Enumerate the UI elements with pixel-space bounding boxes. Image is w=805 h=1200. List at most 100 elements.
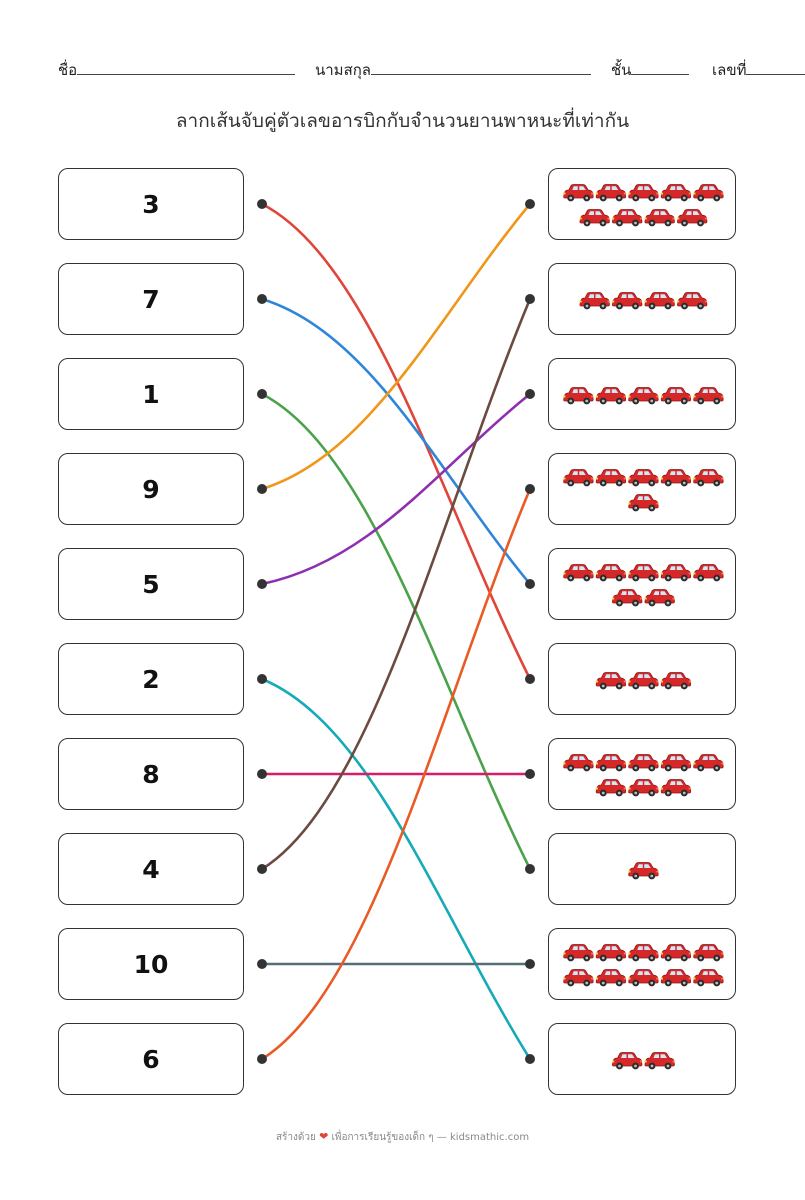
class-blank-line[interactable] (631, 62, 690, 75)
left-dot-10[interactable] (257, 1054, 267, 1064)
right-dot-7[interactable] (525, 769, 535, 779)
match-line-9[interactable] (260, 202, 532, 491)
right-dot-3[interactable] (525, 389, 535, 399)
number-card-2[interactable]: 2 (58, 643, 244, 715)
right-dot-5[interactable] (525, 579, 535, 589)
class-label: ชั้น (611, 61, 632, 79)
car-icon (563, 944, 594, 962)
car-icon (612, 589, 643, 607)
car-icon (644, 209, 675, 227)
number-card-3[interactable]: 3 (58, 168, 244, 240)
car-icon (628, 779, 659, 797)
left-dot-3[interactable] (257, 389, 267, 399)
car-icon (563, 184, 594, 202)
car-group (563, 387, 724, 405)
number-card-4[interactable]: 4 (58, 833, 244, 905)
car-icon (677, 209, 708, 227)
car-icon (693, 469, 724, 487)
car-icon (595, 754, 627, 772)
match-line-1[interactable] (260, 392, 532, 871)
number-label: 7 (142, 284, 160, 314)
number-card-8[interactable]: 8 (58, 738, 244, 810)
right-dot-6[interactable] (525, 674, 535, 684)
left-dot-4[interactable] (257, 484, 267, 494)
car-icon (628, 969, 659, 987)
surname-field[interactable]: นามสกุล (315, 58, 591, 82)
right-dot-10[interactable] (525, 1054, 535, 1064)
car-icon (628, 387, 659, 405)
left-dot-2[interactable] (257, 294, 267, 304)
left-dot-5[interactable] (257, 579, 267, 589)
number-label: 4 (142, 854, 160, 884)
car-group (612, 1052, 675, 1070)
car-icon (563, 969, 594, 987)
vehicle-card-4[interactable] (548, 453, 736, 525)
number-label: 1 (142, 379, 160, 409)
car-icon (563, 564, 594, 582)
left-dot-9[interactable] (257, 959, 267, 969)
number-card-5[interactable]: 5 (58, 548, 244, 620)
car-icon (628, 494, 659, 512)
car-icon (644, 1052, 675, 1070)
vehicle-card-5[interactable] (548, 548, 736, 620)
car-icon (595, 969, 627, 987)
car-icon (595, 672, 627, 690)
worksheet-instruction: ลากเส้นจับคู่ตัวเลขอารบิกกับจำนวนยานพาหน… (175, 110, 630, 132)
student-number-field[interactable]: เลขที่ (712, 58, 805, 82)
car-icon (563, 754, 594, 772)
vehicle-card-3[interactable] (548, 358, 736, 430)
match-line-5[interactable] (260, 392, 532, 586)
vehicle-card-7[interactable] (548, 738, 736, 810)
class-field[interactable]: ชั้น (611, 58, 690, 82)
car-icon (595, 469, 627, 487)
match-line-2[interactable] (260, 677, 532, 1061)
vehicle-card-9[interactable] (548, 928, 736, 1000)
student-number-label: เลขที่ (712, 61, 747, 79)
right-dot-2[interactable] (525, 294, 535, 304)
car-icon (660, 387, 692, 405)
car-icon (595, 779, 627, 797)
car-icon (579, 292, 610, 310)
number-label: 9 (142, 474, 160, 504)
vehicle-card-2[interactable] (548, 263, 736, 335)
vehicle-card-10[interactable] (548, 1023, 736, 1095)
car-icon (595, 387, 627, 405)
right-dot-4[interactable] (525, 484, 535, 494)
right-dot-1[interactable] (525, 199, 535, 209)
surname-blank-line[interactable] (371, 62, 591, 75)
number-card-9[interactable]: 9 (58, 453, 244, 525)
match-line-7[interactable] (260, 297, 532, 586)
right-dot-8[interactable] (525, 864, 535, 874)
car-icon (563, 469, 594, 487)
match-line-3[interactable] (260, 202, 532, 681)
car-icon (612, 292, 643, 310)
vehicle-card-6[interactable] (548, 643, 736, 715)
car-group (628, 862, 659, 880)
vehicle-card-8[interactable] (548, 833, 736, 905)
left-dot-8[interactable] (257, 864, 267, 874)
left-dot-6[interactable] (257, 674, 267, 684)
footer-credit: สร้างด้วย ❤ เพื่อการเรียนรู้ของเด็ก ๆ — … (0, 1130, 805, 1145)
car-icon (660, 564, 692, 582)
match-line-4[interactable] (260, 297, 532, 871)
number-card-10[interactable]: 10 (58, 928, 244, 1000)
right-dot-9[interactable] (525, 959, 535, 969)
car-icon (579, 209, 610, 227)
left-dot-1[interactable] (257, 199, 267, 209)
name-label: ชื่อ (58, 61, 78, 79)
left-dot-7[interactable] (257, 769, 267, 779)
number-card-1[interactable]: 1 (58, 358, 244, 430)
number-card-7[interactable]: 7 (58, 263, 244, 335)
name-blank-line[interactable] (77, 62, 296, 75)
car-icon (660, 184, 692, 202)
vehicle-card-1[interactable] (548, 168, 736, 240)
car-icon (628, 672, 659, 690)
car-icon (628, 944, 659, 962)
name-field[interactable]: ชื่อ (58, 58, 296, 82)
student-number-blank-line[interactable] (746, 62, 805, 75)
number-card-6[interactable]: 6 (58, 1023, 244, 1095)
match-line-6[interactable] (260, 487, 532, 1061)
car-icon (660, 779, 692, 797)
car-icon (660, 469, 692, 487)
car-icon (595, 944, 627, 962)
